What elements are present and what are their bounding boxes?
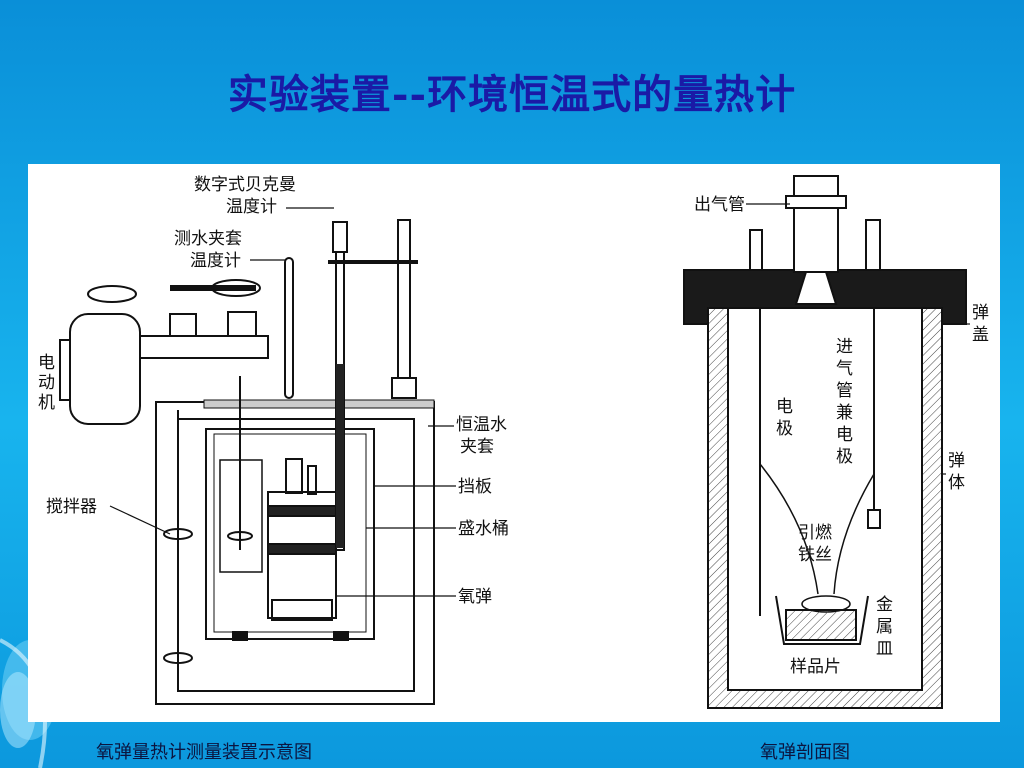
label-inlet-4: 兼 <box>836 403 853 423</box>
label-thermostat-jacket-2: 夹套 <box>460 437 494 457</box>
label-jacket-thermometer-line2: 温度计 <box>190 251 241 271</box>
fuse-wire-left <box>759 463 819 595</box>
bucket-foot <box>333 631 349 641</box>
label-motor-1: 电 <box>38 353 55 373</box>
label-oxygen-bomb: 氧弹 <box>458 587 492 607</box>
stirrer-blade <box>163 652 193 664</box>
label-lid-1: 弹 <box>972 303 989 323</box>
slide-title: 实验装置--环境恒温式的量热计 <box>227 71 797 118</box>
gas-outlet-tube <box>793 175 839 273</box>
caption-right: 氧弹剖面图 <box>760 742 850 763</box>
diagram-panel: 数字式贝克曼 温度计 测水夹套 温度计 电 动 机 搅拌器 恒温水 夹套 挡板 … <box>28 164 1000 722</box>
bucket-inner <box>213 433 367 633</box>
label-beckmann-line2: 温度计 <box>226 197 277 217</box>
bomb-electrode <box>307 465 317 495</box>
bucket-foot <box>232 631 248 641</box>
left-diagram-labels: 数字式贝克曼 温度计 测水夹套 温度计 电 动 机 搅拌器 恒温水 夹套 挡板 … <box>38 175 509 607</box>
fuse-wire-right <box>833 473 875 595</box>
beckmann-mercury <box>336 364 344 548</box>
label-inlet-6: 极 <box>836 447 853 467</box>
label-cup-3: 皿 <box>876 639 893 659</box>
metal-cup <box>775 595 869 645</box>
outlet-collar <box>785 195 847 209</box>
motor-cap <box>59 339 71 401</box>
water-bucket <box>205 428 375 640</box>
jacket-lid <box>203 399 435 409</box>
stirrer-pulley <box>211 279 261 297</box>
label-cup-1: 金 <box>876 595 893 615</box>
label-electrode-1: 电 <box>776 397 793 417</box>
label-stirrer: 搅拌器 <box>46 497 97 517</box>
label-cup-2: 属 <box>876 617 893 637</box>
terminal-left <box>749 229 763 271</box>
label-fuse-wire-1: 引燃 <box>798 523 832 543</box>
label-sample: 样品片 <box>790 657 841 677</box>
label-inlet-2: 气 <box>836 359 853 379</box>
label-motor-2: 动 <box>38 373 55 393</box>
oxygen-bomb-section <box>683 175 967 709</box>
label-thermostat-jacket-1: 恒温水 <box>456 415 507 435</box>
label-beckmann-line1: 数字式贝克曼 <box>194 175 296 195</box>
right-diagram-labels: 出气管 弹 盖 进 气 管 兼 电 极 电 极 弹 体 引燃 铁丝 金 属 <box>694 195 989 677</box>
inlet-tip <box>867 509 881 529</box>
label-water-bucket: 盛水桶 <box>458 519 509 539</box>
bomb-band <box>267 505 337 517</box>
label-inlet-5: 电 <box>836 425 853 445</box>
apparatus-diagram: 数字式贝克曼 温度计 测水夹套 温度计 电 动 机 搅拌器 恒温水 夹套 挡板 … <box>38 175 989 709</box>
label-inlet-3: 管 <box>836 381 853 401</box>
clamp-base <box>391 377 417 399</box>
clamp-rod <box>397 219 411 399</box>
label-lid-2: 盖 <box>972 325 989 345</box>
gear-housing-2 <box>227 311 257 337</box>
sample-pellet <box>785 609 857 641</box>
label-jacket-thermometer-line1: 测水夹套 <box>174 229 242 249</box>
label-body-2: 体 <box>948 473 965 493</box>
label-fuse-wire-2: 铁丝 <box>798 545 832 565</box>
bomb-valve <box>285 458 303 494</box>
label-gas-outlet: 出气管 <box>694 195 745 215</box>
stirrer-blade <box>163 528 193 540</box>
beckmann-head <box>332 221 348 253</box>
outlet-cone <box>794 271 838 305</box>
bomb-base <box>271 599 333 621</box>
caption-left: 氧弹量热计测量装置示意图 <box>96 742 312 763</box>
label-electrode-2: 极 <box>776 419 793 439</box>
label-inlet-1: 进 <box>836 337 853 357</box>
terminal-right <box>865 219 881 271</box>
inner-stirrer-blade <box>227 531 253 541</box>
motor-pulley <box>87 285 137 303</box>
bomb-band <box>267 543 337 555</box>
drive-beam <box>131 335 269 359</box>
calorimeter-setup <box>59 219 435 705</box>
label-motor-3: 机 <box>38 393 55 413</box>
label-baffle: 挡板 <box>458 477 492 497</box>
label-body-1: 弹 <box>948 451 965 471</box>
gear-housing <box>169 313 197 337</box>
electric-motor <box>69 313 141 425</box>
jacket-thermometer <box>284 257 294 399</box>
